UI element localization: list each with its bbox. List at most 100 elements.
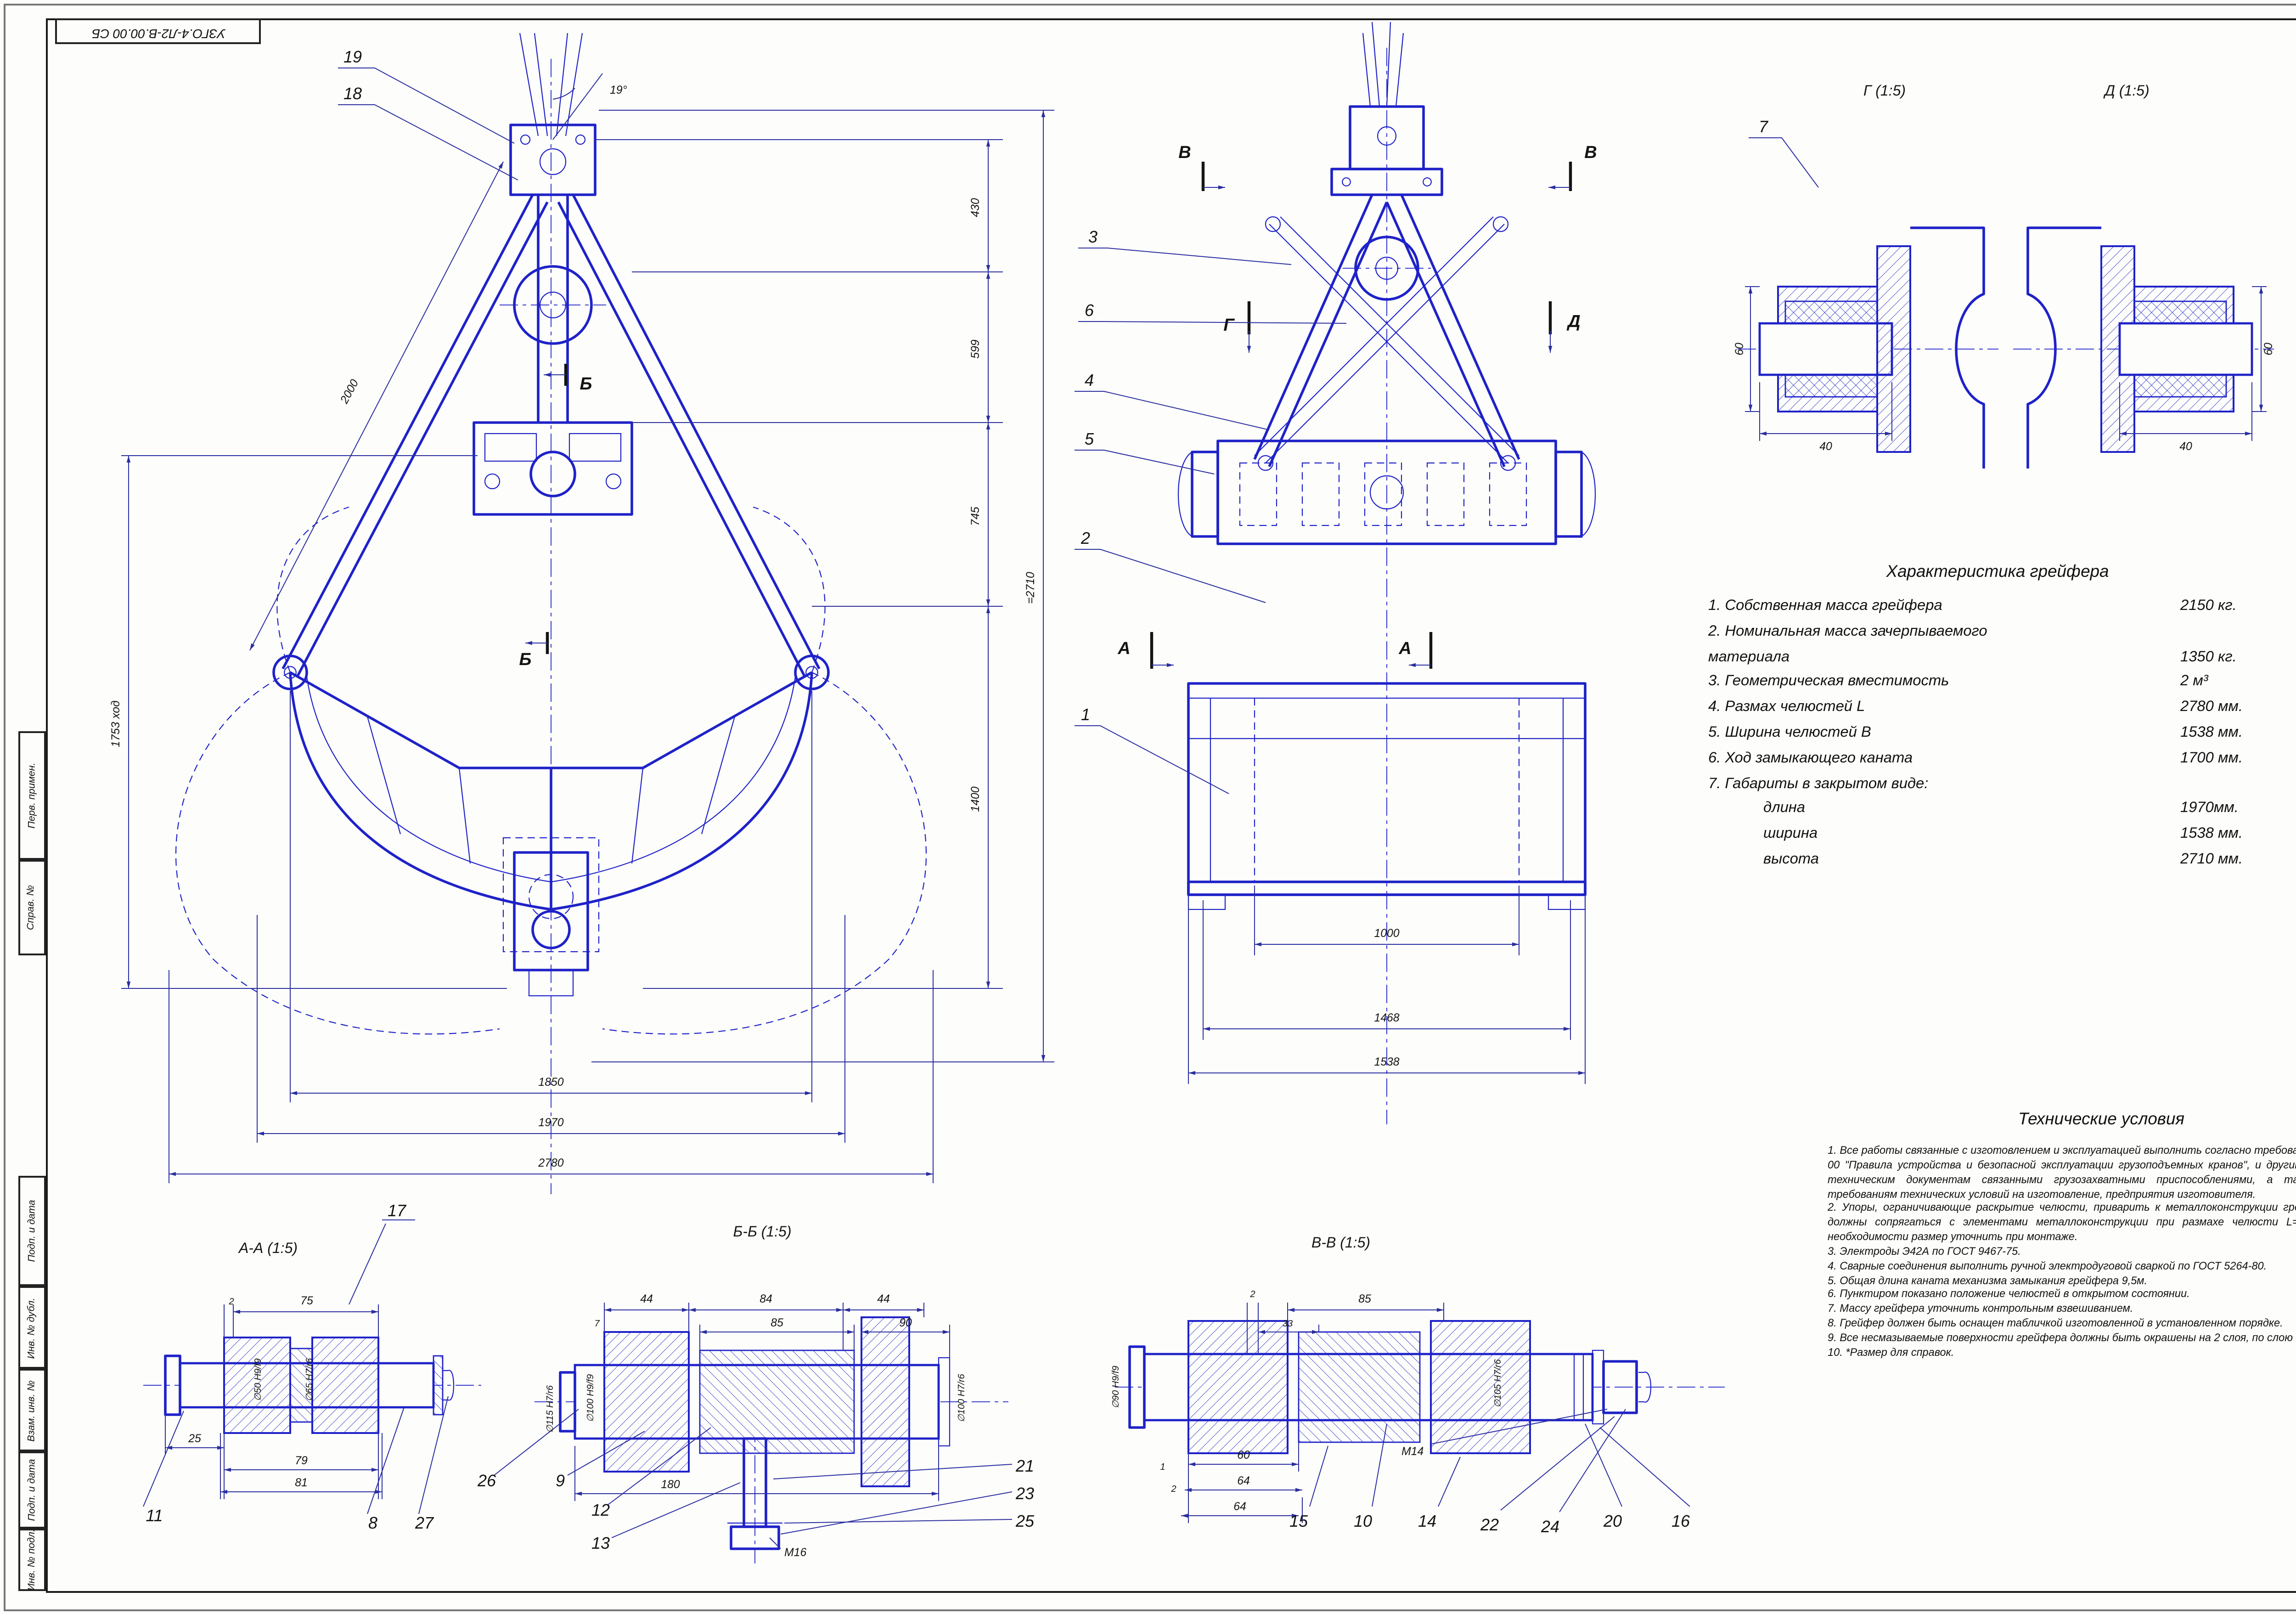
tech-condition-paragraph: 8. Грейфер должен быть оснащен табличкой… [1828, 1319, 2283, 1331]
tech-conditions-list: 1. Все работы связанные с изготовлением … [1828, 1146, 2296, 1363]
tech-conditions-title: Технические условия [2018, 1110, 2185, 1128]
front-view: 19 18 19° 430 599 745 1400 =2710 1753 хо… [110, 33, 1054, 1194]
dim-2000: 2000 [338, 378, 361, 406]
dim-599: 599 [969, 339, 982, 359]
dim-1400: 1400 [969, 786, 982, 812]
dim-g-40: 40 [1819, 440, 1832, 453]
characteristic-value: 1350 кг. [2180, 648, 2237, 665]
callout-18: 18 [343, 84, 362, 103]
dim-bb-d100a: ∅100 Н9/f9 [585, 1374, 596, 1422]
dim-bb-d115: ∅115 Н7/r6 [545, 1385, 555, 1433]
dim-aa-75: 75 [300, 1295, 313, 1307]
characteristics-row: ширина 1538 мм. [1708, 825, 2287, 851]
callout-1: 1 [1081, 705, 1090, 724]
dim-angle-19: 19° [610, 84, 627, 96]
characteristic-value: 1538 мм. [2180, 825, 2243, 842]
dim-430: 430 [969, 198, 982, 217]
dim-d-60: 60 [2262, 343, 2275, 356]
dim-2780: 2780 [538, 1157, 563, 1169]
callout-22: 22 [1480, 1515, 1499, 1534]
dim-1850: 1850 [538, 1076, 563, 1089]
dim-aa-81: 81 [295, 1477, 308, 1489]
dim-bb-180: 180 [661, 1479, 680, 1491]
tech-condition-paragraph: 6. Пунктиром показано положение челюстей… [1828, 1290, 2190, 1302]
section-aa-title: А-А (1:5) [238, 1240, 298, 1256]
tech-condition-paragraph: 1. Все работы связанные с изготовлением … [1828, 1146, 2296, 1201]
characteristic-value: 2150 кг. [2180, 597, 2237, 614]
characteristic-value: 2 м³ [2180, 673, 2208, 690]
callout-17: 17 [388, 1201, 407, 1220]
tech-condition-paragraph: 4. Сварные соединения выполнить ручной э… [1828, 1262, 2267, 1273]
characteristic-label: 1. Собственная масса грейфера [1708, 597, 1942, 614]
characteristic-label: 2. Номинальная масса зачерпываемого [1708, 622, 1987, 639]
dim-d-40: 40 [2179, 440, 2192, 453]
characteristic-value: 2780 мм. [2180, 698, 2243, 715]
dim-aa-d50: ∅50 Н9/f9 [253, 1358, 263, 1401]
callout-27: 27 [415, 1513, 434, 1532]
dim-aa-25: 25 [188, 1433, 201, 1445]
section-bb-linework [535, 1316, 1008, 1563]
dim-bb-m16: М16 [784, 1546, 806, 1559]
tech-condition-paragraph: 10. *Размер для справок. [1828, 1348, 1954, 1360]
side-view: В В Г Д А А 1000 1468 1538 3 6 4 5 2 1 [1075, 22, 1597, 1124]
sheet-frame [46, 18, 2296, 1593]
section-letter-d: Д [1566, 312, 1580, 331]
dim-vv-1: 1 [1160, 1462, 1165, 1472]
callout-10: 10 [1354, 1512, 1372, 1530]
dim-vv-d105: ∅105 Н7/r6 [1493, 1359, 1503, 1408]
callout-19: 19 [343, 47, 362, 66]
dim-vv-64a: 64 [1237, 1475, 1250, 1487]
section-bb: Б-Б (1:5) 44 84 44 7 85 90 ∅100 Н9/f9 ∅1… [477, 1223, 1035, 1563]
callout-3: 3 [1088, 227, 1097, 246]
characteristic-value: 1970мм. [2180, 800, 2239, 817]
dim-vv-64b: 64 [1233, 1501, 1246, 1513]
dim-745: 745 [969, 507, 982, 526]
callout-15: 15 [1289, 1512, 1308, 1530]
section-d-linework [2013, 226, 2274, 468]
tech-conditions-block: Технические условия 1. Все работы связан… [1828, 1110, 2296, 1363]
dim-aa-79: 79 [295, 1455, 308, 1467]
characteristics-block: Характеристика грейфера 1. Собственная м… [1708, 562, 2287, 876]
tech-condition-paragraph: 7. Массу грейфера уточнить контрольным в… [1828, 1305, 2133, 1316]
dim-bb-90: 90 [899, 1317, 912, 1329]
characteristics-row: 7. Габариты в закрытом виде: [1708, 774, 2287, 800]
characteristic-label: 5. Ширина челюстей В [1708, 723, 1871, 740]
dim-vv-m14: М14 [1401, 1445, 1424, 1458]
margin-stamp-vzam-inv: Взам. инв. № [18, 1369, 46, 1451]
characteristic-label: материала [1708, 648, 1790, 665]
callout-12: 12 [591, 1501, 610, 1519]
dim-vv-33: 33 [1283, 1319, 1293, 1329]
section-bb-title: Б-Б (1:5) [733, 1223, 792, 1240]
callout-21: 21 [1015, 1456, 1034, 1475]
tech-condition-paragraph: 5. Общая длина каната механизма замыкани… [1828, 1276, 2148, 1287]
section-g-title: Г (1:5) [1863, 82, 1906, 99]
section-aa-linework [143, 1337, 481, 1434]
section-g-linework [1738, 226, 1998, 468]
tech-condition-paragraph: 3. Электроды Э42А по ГОСТ 9467-75. [1828, 1247, 2021, 1258]
callout-16: 16 [1671, 1512, 1690, 1530]
characteristics-row: 6. Ход замыкающего каната 1700 мм. [1708, 749, 2287, 774]
dim-vv-85: 85 [1358, 1293, 1371, 1305]
dim-vv-2: 2 [1249, 1289, 1255, 1299]
section-bb-dimensions: Б-Б (1:5) 44 84 44 7 85 90 ∅100 Н9/f9 ∅1… [477, 1223, 1035, 1559]
callout-4: 4 [1085, 371, 1094, 389]
margin-stamp-podp-data-2: Подп. и дата [18, 1451, 46, 1529]
dim-bb-85: 85 [771, 1317, 783, 1329]
section-letter-g: Г [1223, 316, 1235, 335]
side-view-linework [1177, 22, 1596, 1124]
section-g-dimensions: Г (1:5) 7 60 40 [1733, 82, 1906, 453]
characteristics-list: 1. Собственная масса грейфера 2150 кг. 2… [1708, 597, 2287, 876]
characteristics-row: высота 2710 мм. [1708, 851, 2287, 876]
tech-condition-paragraph: 9. Все несмазываемые поверхности грейфер… [1828, 1333, 2296, 1345]
callout-14: 14 [1418, 1512, 1436, 1530]
callout-23: 23 [1015, 1484, 1034, 1503]
dim-1753-hod: 1753 ход [110, 700, 122, 747]
callout-5: 5 [1085, 429, 1094, 448]
margin-stamp-podp-data-1: Подп. и дата [18, 1176, 46, 1286]
callout-8: 8 [368, 1513, 377, 1532]
characteristics-row: 5. Ширина челюстей В 1538 мм. [1708, 724, 2287, 749]
dim-vv-d90: ∅90 Н9/f9 [1111, 1366, 1121, 1408]
section-letter-a2: А [1398, 639, 1411, 658]
callout-13: 13 [591, 1534, 610, 1552]
characteristic-value: 2710 мм. [2180, 850, 2243, 867]
